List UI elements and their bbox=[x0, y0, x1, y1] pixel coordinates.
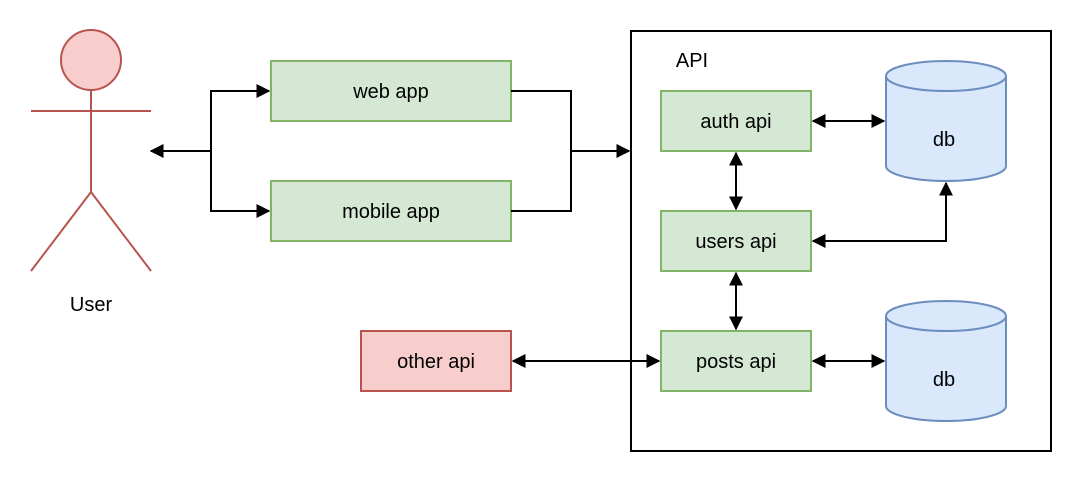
edge-user-web bbox=[149, 84, 271, 158]
posts-api-box bbox=[660, 330, 812, 392]
other-api-label: other api bbox=[397, 351, 475, 373]
edge-user-mobile bbox=[210, 151, 271, 218]
edge-users-db bbox=[811, 181, 953, 248]
api-container-label: API bbox=[676, 50, 708, 72]
api-container bbox=[630, 30, 1052, 452]
db-label-2: db bbox=[933, 369, 955, 391]
actor-label: User bbox=[70, 294, 113, 316]
actor-left-leg bbox=[30, 191, 92, 272]
users-api-label: users api bbox=[695, 231, 776, 253]
posts-api-label: posts api bbox=[696, 351, 776, 373]
edge-apps-join bbox=[511, 90, 572, 212]
web-app-label: web app bbox=[352, 81, 429, 103]
other-api-box bbox=[360, 330, 512, 392]
db-cylinder-2 bbox=[885, 300, 1007, 422]
db-label-1: db bbox=[933, 129, 955, 151]
db-cylinder-1 bbox=[885, 60, 1007, 182]
users-api-box bbox=[660, 210, 812, 272]
user-actor bbox=[30, 29, 152, 272]
actor-head bbox=[60, 29, 122, 91]
actor-right-leg bbox=[90, 191, 152, 272]
auth-api-box bbox=[660, 90, 812, 152]
web-app-box bbox=[270, 60, 512, 122]
mobile-app-label: mobile app bbox=[342, 201, 440, 223]
auth-api-label: auth api bbox=[700, 111, 771, 133]
